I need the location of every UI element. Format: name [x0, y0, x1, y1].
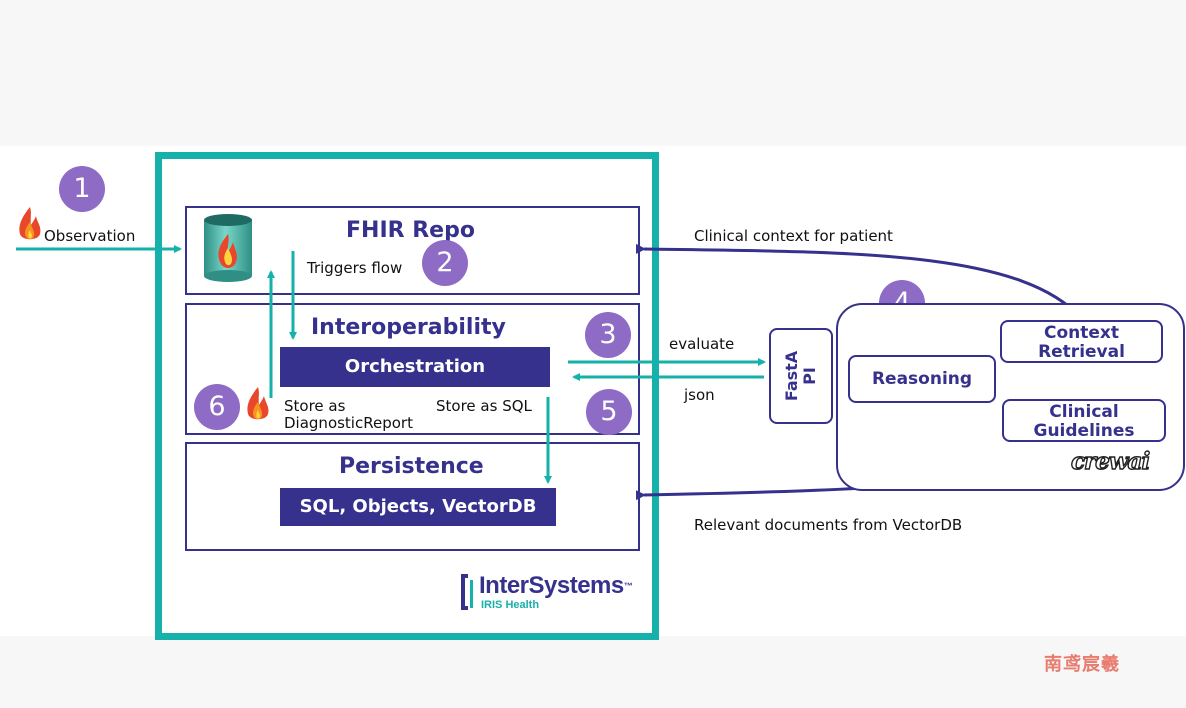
- intersystems-bracket-icon: [461, 574, 473, 610]
- clinical-guidelines-line1: Clinical: [1049, 402, 1119, 422]
- clinical-guidelines-agent[interactable]: Clinical Guidelines: [1002, 399, 1166, 442]
- intersystems-tm: ™: [623, 581, 633, 591]
- fhir-flame-icon-store: [247, 387, 269, 420]
- fastapi-label-line2: PI: [800, 367, 819, 385]
- orchestration-block[interactable]: Orchestration: [280, 347, 550, 387]
- interoperability-title: Interoperability: [311, 315, 506, 340]
- crewai-logo: crewai: [1070, 448, 1151, 475]
- clinical-context-label: Clinical context for patient: [694, 227, 893, 245]
- json-label: json: [684, 386, 715, 404]
- context-retrieval-agent[interactable]: Context Retrieval: [1000, 320, 1163, 363]
- step-3-badge: 3: [585, 312, 631, 358]
- context-retrieval-line1: Context: [1043, 323, 1119, 343]
- top-background-band: [0, 0, 1186, 146]
- step-2-badge: 2: [422, 240, 468, 286]
- triggers-flow-label: Triggers flow: [307, 259, 403, 277]
- intersystems-wordmark: InterSystems™: [479, 572, 633, 600]
- database-icon: [204, 214, 252, 282]
- persistence-title: Persistence: [339, 454, 484, 479]
- step-6-badge: 6: [194, 384, 240, 430]
- watermark: 南鸢宸羲: [1044, 654, 1120, 675]
- fhir-flame-icon: [19, 207, 41, 240]
- crewai-logo-text: crewai: [1070, 448, 1151, 475]
- clinical-guidelines-line2: Guidelines: [1033, 421, 1135, 441]
- iris-platform-container: [155, 152, 659, 640]
- iris-health-label: IRIS Health: [481, 599, 540, 611]
- fastapi-box[interactable]: FastA PI: [769, 328, 833, 424]
- step-1-badge: 1: [59, 166, 105, 212]
- observation-label: Observation: [44, 227, 136, 245]
- intersystems-logo: InterSystems™ IRIS Health: [459, 572, 639, 614]
- fastapi-label-line1: FastA: [782, 350, 801, 402]
- store-report-label-line2: DiagnosticReport: [284, 414, 413, 432]
- bottom-background-band: [0, 636, 1186, 708]
- evaluate-label: evaluate: [669, 335, 735, 353]
- reasoning-agent[interactable]: Reasoning: [848, 355, 996, 403]
- store-report-label-line1: Store as: [284, 397, 346, 415]
- context-retrieval-line2: Retrieval: [1038, 342, 1125, 362]
- store-sql-label: Store as SQL: [436, 397, 532, 415]
- step-5-badge: 5: [586, 389, 632, 435]
- fhir-repo-title: FHIR Repo: [346, 218, 475, 243]
- intersystems-name: InterSystems: [479, 572, 624, 599]
- relevant-docs-label: Relevant documents from VectorDB: [694, 516, 963, 534]
- fhir-repo-box[interactable]: FHIR Repo: [185, 206, 640, 295]
- storage-block[interactable]: SQL, Objects, VectorDB: [280, 488, 556, 526]
- fastapi-label: FastA PI: [782, 350, 819, 402]
- clinical-context-arrow: [635, 243, 1083, 320]
